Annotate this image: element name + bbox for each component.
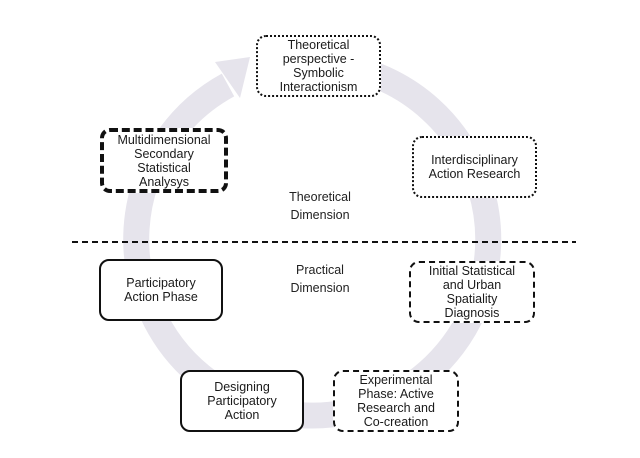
node-text: Symbolic (293, 66, 344, 80)
node-text: Spatiality (446, 292, 498, 306)
node-text: Statistical (137, 160, 191, 175)
node-text: Theoretical (287, 38, 350, 52)
node-theoretical-perspective: Theoretical perspective - Symbolic Inter… (256, 35, 381, 97)
node-text: Action (224, 408, 260, 422)
cycle-arrowhead (215, 57, 250, 98)
node-text: Interactionism (279, 80, 358, 94)
node-text: and Urban (442, 278, 502, 292)
node-initial-statistical-diagnosis: Initial Statistical and Urban Spatiality… (409, 261, 535, 323)
node-text: Designing (214, 380, 270, 394)
theoretical-dimension-label: Theoretical Dimension (270, 188, 370, 224)
node-text: Experimental (359, 373, 433, 387)
node-text: Multidimensional (117, 132, 211, 147)
node-text: Participatory (207, 394, 277, 408)
node-text: Research and (357, 401, 435, 415)
practical-label-line-2: Dimension (290, 281, 350, 295)
node-text: Secondary (134, 146, 194, 161)
node-text: Action Research (428, 167, 521, 181)
node-text: Diagnosis (444, 306, 500, 320)
node-text: perspective - (282, 52, 355, 66)
node-text: Participatory (126, 276, 196, 290)
node-designing-participatory-action: Designing Participatory Action (180, 370, 304, 432)
theoretical-label-line-1: Theoretical (289, 190, 351, 204)
practical-dimension-label: Practical Dimension (270, 261, 370, 297)
node-interdisciplinary-action-research: Interdisciplinary Action Research (412, 136, 537, 198)
node-experimental-phase: Experimental Phase: Active Research and … (333, 370, 459, 432)
node-text: Initial Statistical (428, 264, 516, 278)
theoretical-label-line-2: Dimension (290, 208, 350, 222)
cycle-arrow-band (123, 50, 502, 429)
node-text: Co-creation (363, 415, 429, 429)
node-text: Phase: Active (358, 387, 434, 401)
node-multidimensional-analysis: Multidimensional Secondary Statistical A… (100, 128, 228, 193)
node-text: Action Phase (124, 290, 198, 304)
node-participatory-action-phase: Participatory Action Phase (99, 259, 223, 321)
node-text: Interdisciplinary (431, 153, 518, 167)
practical-label-line-1: Practical (296, 263, 344, 277)
node-text: Analysys (138, 174, 190, 189)
